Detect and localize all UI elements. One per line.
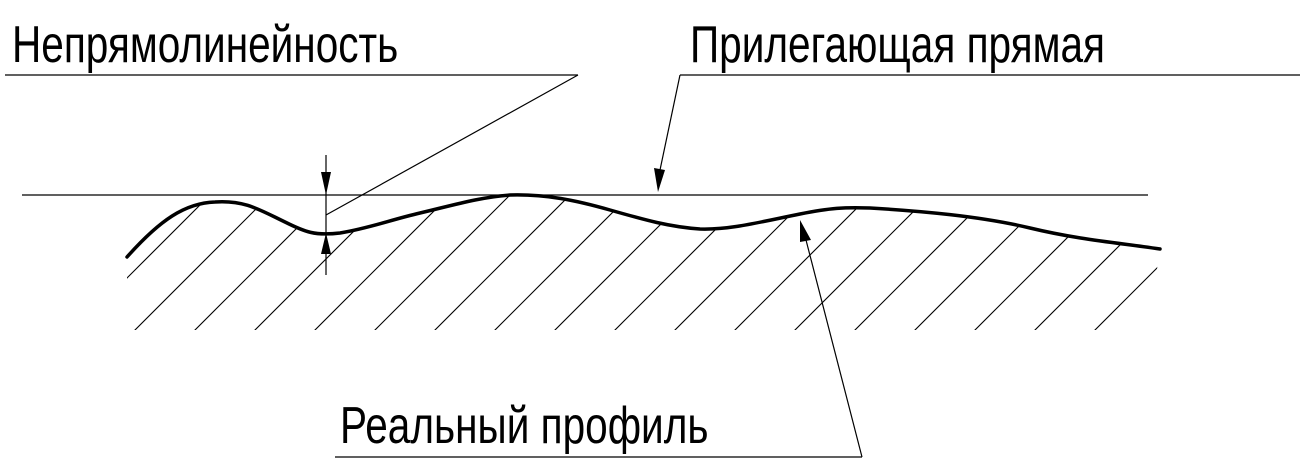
adjacent-line-leader (654, 74, 1300, 192)
real-profile-label: Реальный профиль (340, 396, 709, 454)
arrow-down-icon (321, 172, 331, 195)
material-hatching (127, 194, 1160, 330)
real-profile-curve (125, 193, 1162, 259)
real-profile-leader (335, 220, 863, 458)
arrow-icon (654, 168, 665, 192)
deviation-label: Непрямолинейность (12, 15, 398, 73)
arrow-icon (800, 220, 811, 242)
adjacent-line-label: Прилегающая прямая (690, 15, 1105, 73)
arrow-up-icon (321, 233, 331, 254)
deviation-leader (5, 74, 579, 216)
